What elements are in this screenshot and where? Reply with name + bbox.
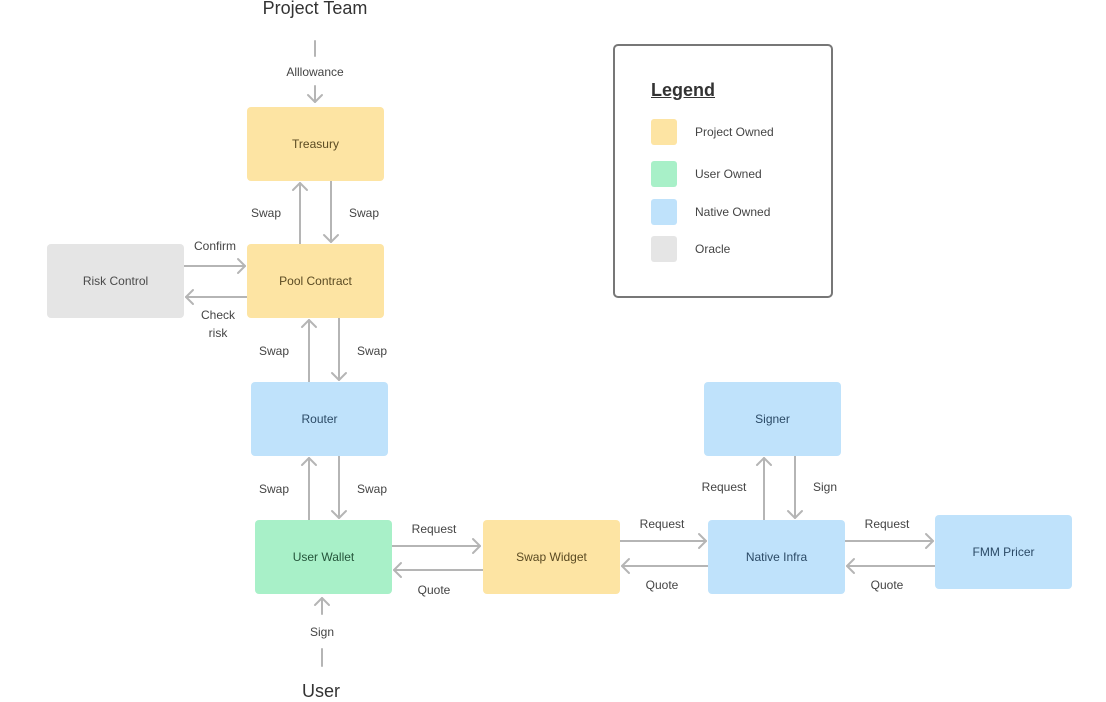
edge-label-wallet-to-widget: Request bbox=[411, 522, 457, 536]
edge-label-treasury-to-pool: Swap bbox=[348, 206, 380, 220]
arrow-pool-to-treasury bbox=[292, 182, 308, 245]
actor-project-team: Project Team bbox=[262, 0, 368, 18]
legend-label: Native Owned bbox=[695, 205, 771, 219]
arrow-infra-to-pricer bbox=[844, 533, 934, 549]
edge-label-router-to-pool: Swap bbox=[258, 344, 290, 358]
node-label: User Wallet bbox=[292, 550, 355, 564]
node-fmm-pricer[interactable]: FMM Pricer bbox=[935, 515, 1072, 589]
edge-label-pool-to-treasury: Swap bbox=[250, 206, 282, 220]
legend-label: User Owned bbox=[695, 167, 762, 181]
edge-label-router-to-wallet: Swap bbox=[356, 482, 388, 496]
legend-box: Legend Project Owned User Owned Native O… bbox=[613, 44, 833, 298]
node-pool-contract[interactable]: Pool Contract bbox=[247, 244, 384, 318]
node-label: Treasury bbox=[292, 137, 339, 151]
legend-swatch-oracle bbox=[651, 236, 677, 262]
arrow-signer-to-infra bbox=[787, 455, 803, 519]
legend-label: Oracle bbox=[695, 242, 731, 256]
edge-label-wallet-to-router: Swap bbox=[258, 482, 290, 496]
arrow-infra-to-widget bbox=[621, 558, 709, 574]
edge-label-widget-to-wallet: Quote bbox=[417, 583, 451, 597]
arrow-wallet-to-router bbox=[301, 457, 317, 521]
edge-label-signer-to-infra: Sign bbox=[812, 480, 838, 494]
arrow-user-sign bbox=[314, 597, 330, 667]
edge-label-infra-to-signer: Request bbox=[701, 480, 747, 494]
edge-label-user-sign: Sign bbox=[309, 625, 335, 639]
legend-item-oracle: Oracle bbox=[651, 236, 730, 262]
node-label: FMM Pricer bbox=[972, 545, 1035, 559]
legend-label: Project Owned bbox=[695, 125, 774, 139]
node-label: Signer bbox=[755, 412, 790, 426]
arrow-treasury-to-pool bbox=[323, 180, 339, 243]
arrow-pool-to-risk bbox=[185, 289, 248, 305]
edge-label-check-risk: Check risk bbox=[200, 308, 235, 340]
arrow-router-to-pool bbox=[301, 319, 317, 383]
legend-title: Legend bbox=[651, 80, 716, 100]
arrow-wallet-to-widget bbox=[391, 538, 481, 554]
arrow-infra-to-signer bbox=[756, 457, 772, 521]
arrow-widget-to-wallet bbox=[393, 562, 484, 578]
node-user-wallet[interactable]: User Wallet bbox=[255, 520, 392, 594]
arrow-allowance bbox=[307, 40, 323, 103]
node-label: Risk Control bbox=[82, 274, 149, 288]
edge-label-pricer-to-infra: Quote bbox=[870, 578, 904, 592]
edge-label-infra-to-pricer: Request bbox=[864, 517, 910, 531]
node-risk-control[interactable]: Risk Control bbox=[47, 244, 184, 318]
legend-item-user-owned: User Owned bbox=[651, 161, 762, 187]
arrow-pool-to-router bbox=[331, 317, 347, 381]
node-label: Pool Contract bbox=[279, 274, 352, 288]
node-treasury[interactable]: Treasury bbox=[247, 107, 384, 181]
actor-user: User bbox=[301, 681, 341, 701]
edge-label-widget-to-infra: Request bbox=[639, 517, 685, 531]
node-label: Router bbox=[301, 412, 338, 426]
edge-label-allowance: Alllowance bbox=[286, 65, 344, 79]
legend-item-native-owned: Native Owned bbox=[651, 199, 770, 225]
arrow-router-to-wallet bbox=[331, 455, 347, 519]
edge-label-infra-to-widget: Quote bbox=[645, 578, 679, 592]
legend-swatch-native bbox=[651, 199, 677, 225]
arrow-risk-to-pool bbox=[183, 258, 246, 274]
legend-item-project-owned: Project Owned bbox=[651, 119, 774, 145]
legend-swatch-project bbox=[651, 119, 677, 145]
arrow-widget-to-infra bbox=[619, 533, 707, 549]
node-signer[interactable]: Signer bbox=[704, 382, 841, 456]
legend-swatch-user bbox=[651, 161, 677, 187]
node-router[interactable]: Router bbox=[251, 382, 388, 456]
node-swap-widget[interactable]: Swap Widget bbox=[483, 520, 620, 594]
node-label: Native Infra bbox=[745, 550, 808, 564]
edge-label-confirm: Confirm bbox=[193, 239, 237, 253]
node-label: Swap Widget bbox=[516, 550, 587, 564]
arrow-pricer-to-infra bbox=[846, 558, 936, 574]
node-native-infra[interactable]: Native Infra bbox=[708, 520, 845, 594]
edge-label-pool-to-router: Swap bbox=[356, 344, 388, 358]
